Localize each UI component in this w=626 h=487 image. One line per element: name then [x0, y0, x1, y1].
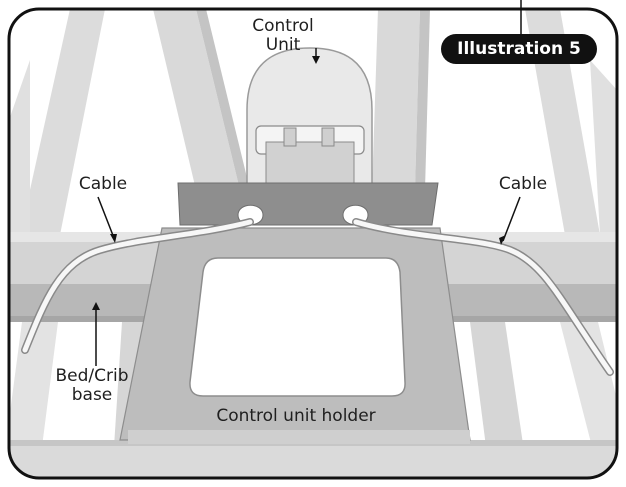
- control-unit-holder: [119, 182, 471, 444]
- bed-crib-base-label-line2: base: [71, 385, 113, 405]
- bed-crib-base-label-line1: Bed/Crib: [55, 366, 129, 386]
- control-unit-label-line2: Unit: [265, 35, 301, 55]
- cable-left-label: Cable: [78, 174, 128, 194]
- leader-lines: [95, 0, 522, 366]
- control-unit-label-line1: Control: [252, 16, 314, 36]
- cable-right-label: Cable: [498, 174, 548, 194]
- leader-arrowheads: [92, 56, 506, 310]
- control-unit: [246, 47, 373, 186]
- frame-border: [7, 7, 619, 480]
- illustration-badge: Illustration 5: [441, 34, 597, 64]
- control-unit-holder-label: Control unit holder: [216, 406, 376, 426]
- crib-slats: [9, 9, 617, 235]
- cables: [21, 218, 614, 376]
